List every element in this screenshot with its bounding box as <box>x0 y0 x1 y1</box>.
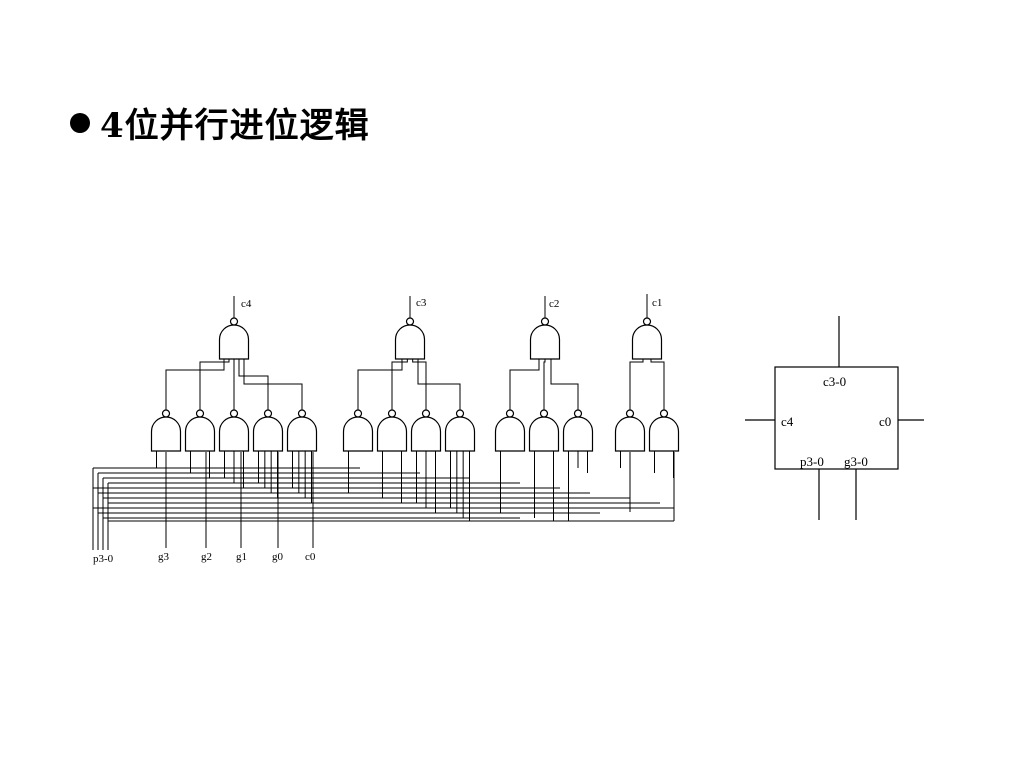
slide-title: 4位并行进位逻辑 <box>100 106 370 146</box>
block-box <box>774 366 899 470</box>
nand-gate-c1-term-1-body <box>648 416 680 452</box>
feed-wire-c3-3 <box>417 359 461 410</box>
nand-gate-c3-term-3-bubble <box>455 409 465 418</box>
nand-gate-c2-term-1 <box>528 409 560 452</box>
nand-gate-c3-term-3-body <box>444 416 476 452</box>
nand-gate-c1 <box>631 317 663 360</box>
nand-gate-c4-term-4-body <box>286 416 318 452</box>
input-label-p3-0: p3-0 <box>93 553 114 565</box>
feed-wire-c4-3 <box>238 359 269 410</box>
output-label-c4: c4 <box>241 298 252 310</box>
feed-wire-c2-1 <box>543 359 546 410</box>
nand-gate-c4-term-2-body <box>218 416 250 452</box>
nand-gate-c4 <box>218 317 250 360</box>
feed-wire-c1-1 <box>650 359 665 410</box>
nand-gate-c2 <box>529 317 561 360</box>
nand-gate-c4-term-3 <box>252 409 284 452</box>
nand-gate-c2-term-0-bubble <box>505 409 515 418</box>
nand-gate-c2-bubble <box>540 317 550 326</box>
output-label-c2: c2 <box>549 298 559 310</box>
nand-gate-c1-body <box>631 324 663 360</box>
nand-gate-c4-term-4 <box>286 409 318 452</box>
nand-gate-c4-term-0 <box>150 409 182 452</box>
nand-gate-c4-body <box>218 324 250 360</box>
gates <box>150 317 680 452</box>
feed-wire-c3-0 <box>357 359 403 410</box>
nand-gate-c3-term-1 <box>376 409 408 452</box>
nand-gate-c4-term-2-bubble <box>229 409 239 418</box>
feed-wire-c3-2 <box>412 359 427 410</box>
input-label-c0: c0 <box>305 551 316 563</box>
nand-gate-c4-term-4-bubble <box>297 409 307 418</box>
carry-block-symbol: c3-0 c4 c0 p3-0 g3-0 <box>745 316 924 520</box>
nand-gate-c3 <box>394 317 426 360</box>
feed-wire-c2-2 <box>550 359 579 410</box>
nand-gate-c3-term-2 <box>410 409 442 452</box>
nand-gate-c4-term-1-body <box>184 416 216 452</box>
nand-gate-c4-bubble <box>229 317 239 326</box>
feed-wire-c3-1 <box>391 359 408 410</box>
nand-gate-c4-term-0-body <box>150 416 182 452</box>
output-label-c1: c1 <box>652 297 662 309</box>
nand-gate-c3-term-1-bubble <box>387 409 397 418</box>
nand-gate-c3-term-2-body <box>410 416 442 452</box>
nand-gate-c4-term-3-bubble <box>263 409 273 418</box>
nand-gate-c2-term-1-body <box>528 416 560 452</box>
feed-wire-c4-1 <box>199 359 230 410</box>
feed-wire-c4-0 <box>165 359 225 410</box>
input-label-g0: g0 <box>272 551 284 563</box>
nand-gate-c3-body <box>394 324 426 360</box>
nand-gate-c3-term-0 <box>342 409 374 452</box>
feed-wire-c2-0 <box>509 359 540 410</box>
nand-gate-c4-term-2 <box>218 409 250 452</box>
nand-gate-c1-term-0 <box>614 409 646 452</box>
nand-gate-c2-term-0-body <box>494 416 526 452</box>
title-row: 4位并行进位逻辑 <box>70 98 370 147</box>
nand-gate-c4-term-1 <box>184 409 216 452</box>
nand-gate-c2-term-2 <box>562 409 594 452</box>
nand-gate-c3-term-1-body <box>376 416 408 452</box>
nand-gate-c2-term-2-body <box>562 416 594 452</box>
feed-wire-c1-0 <box>629 359 644 410</box>
block-right-port: c0 <box>879 414 891 429</box>
nand-gate-c2-term-2-bubble <box>573 409 583 418</box>
block-bottom-left-port: p3-0 <box>800 454 824 469</box>
output-label-c3: c3 <box>416 297 427 309</box>
nand-gate-c3-term-3 <box>444 409 476 452</box>
input-label-g1: g1 <box>236 551 247 563</box>
nand-gate-c4-term-0-bubble <box>161 409 171 418</box>
nand-gate-c2-term-0 <box>494 409 526 452</box>
block-bottom-right-port: g3-0 <box>844 454 868 469</box>
nand-gate-c1-bubble <box>642 317 652 326</box>
nand-gate-c2-term-1-bubble <box>539 409 549 418</box>
nand-gate-c3-term-0-bubble <box>353 409 363 418</box>
block-name: c3-0 <box>823 374 846 389</box>
feed-wire-c4-4 <box>243 359 303 410</box>
nand-gate-c1-term-0-bubble <box>625 409 635 418</box>
nand-gate-c3-bubble <box>405 317 415 326</box>
input-label-g2: g2 <box>201 551 212 563</box>
nand-gate-c4-term-3-body <box>252 416 284 452</box>
nand-gate-c3-term-0-body <box>342 416 374 452</box>
nand-gate-c1-term-0-body <box>614 416 646 452</box>
nand-gate-c2-body <box>529 324 561 360</box>
nand-gate-c3-term-2-bubble <box>421 409 431 418</box>
nand-gate-c4-term-1-bubble <box>195 409 205 418</box>
input-label-g3: g3 <box>158 551 170 563</box>
wires <box>92 294 675 550</box>
nand-gate-c1-term-1-bubble <box>659 409 669 418</box>
bullet-icon <box>70 112 90 133</box>
nand-gate-c1-term-1 <box>648 409 680 452</box>
block-left-port: c4 <box>781 414 794 429</box>
